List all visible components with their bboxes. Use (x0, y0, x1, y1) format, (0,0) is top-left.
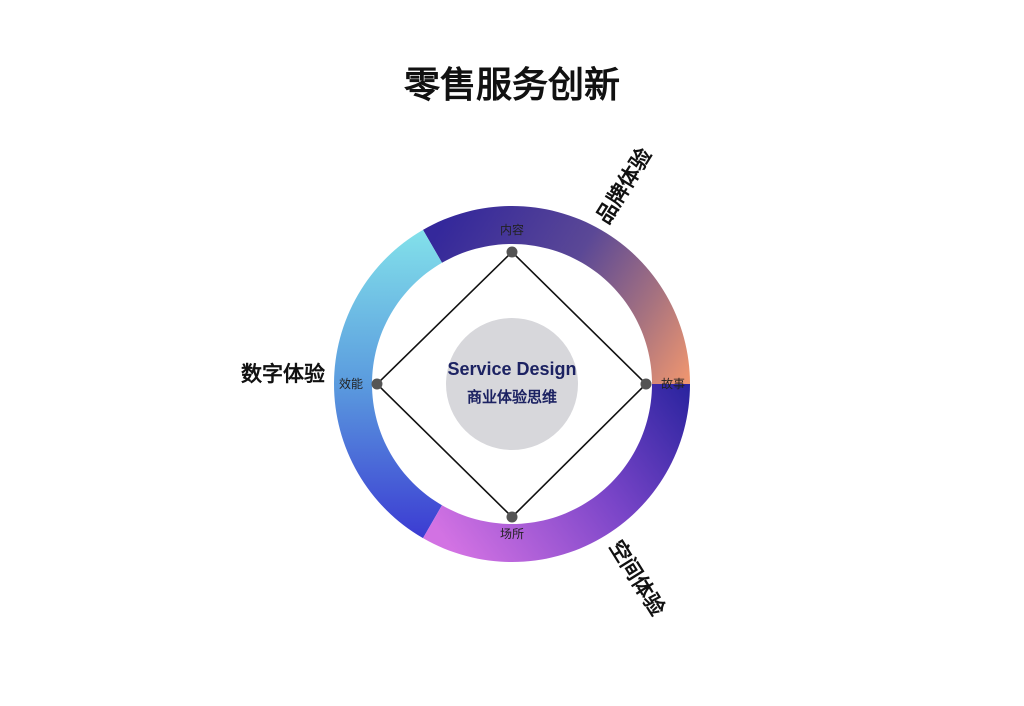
segment-label-brand: 品牌体验 (592, 144, 657, 228)
center-subtitle: 商业体验思维 (467, 388, 557, 406)
segment-label-digital: 数字体验 (241, 362, 325, 386)
node-dot-top (506, 246, 518, 258)
node-label-bottom: 场所 (500, 527, 524, 541)
center-circle (446, 318, 578, 450)
node-dot-bottom (506, 511, 518, 523)
center-title: Service Design (447, 359, 576, 379)
node-dot-right (640, 378, 652, 390)
segment-label-space: 空间体验 (605, 536, 670, 620)
ring-segment-digital (334, 229, 442, 539)
ring-segment-brand (423, 206, 690, 384)
node-label-top: 内容 (500, 222, 524, 237)
node-label-right: 故事 (661, 376, 685, 391)
node-label-left: 效能 (339, 376, 363, 391)
node-dot-left (371, 378, 383, 390)
ring-segment-space (423, 384, 690, 562)
diagram-title: 零售服务创新 (404, 64, 620, 105)
